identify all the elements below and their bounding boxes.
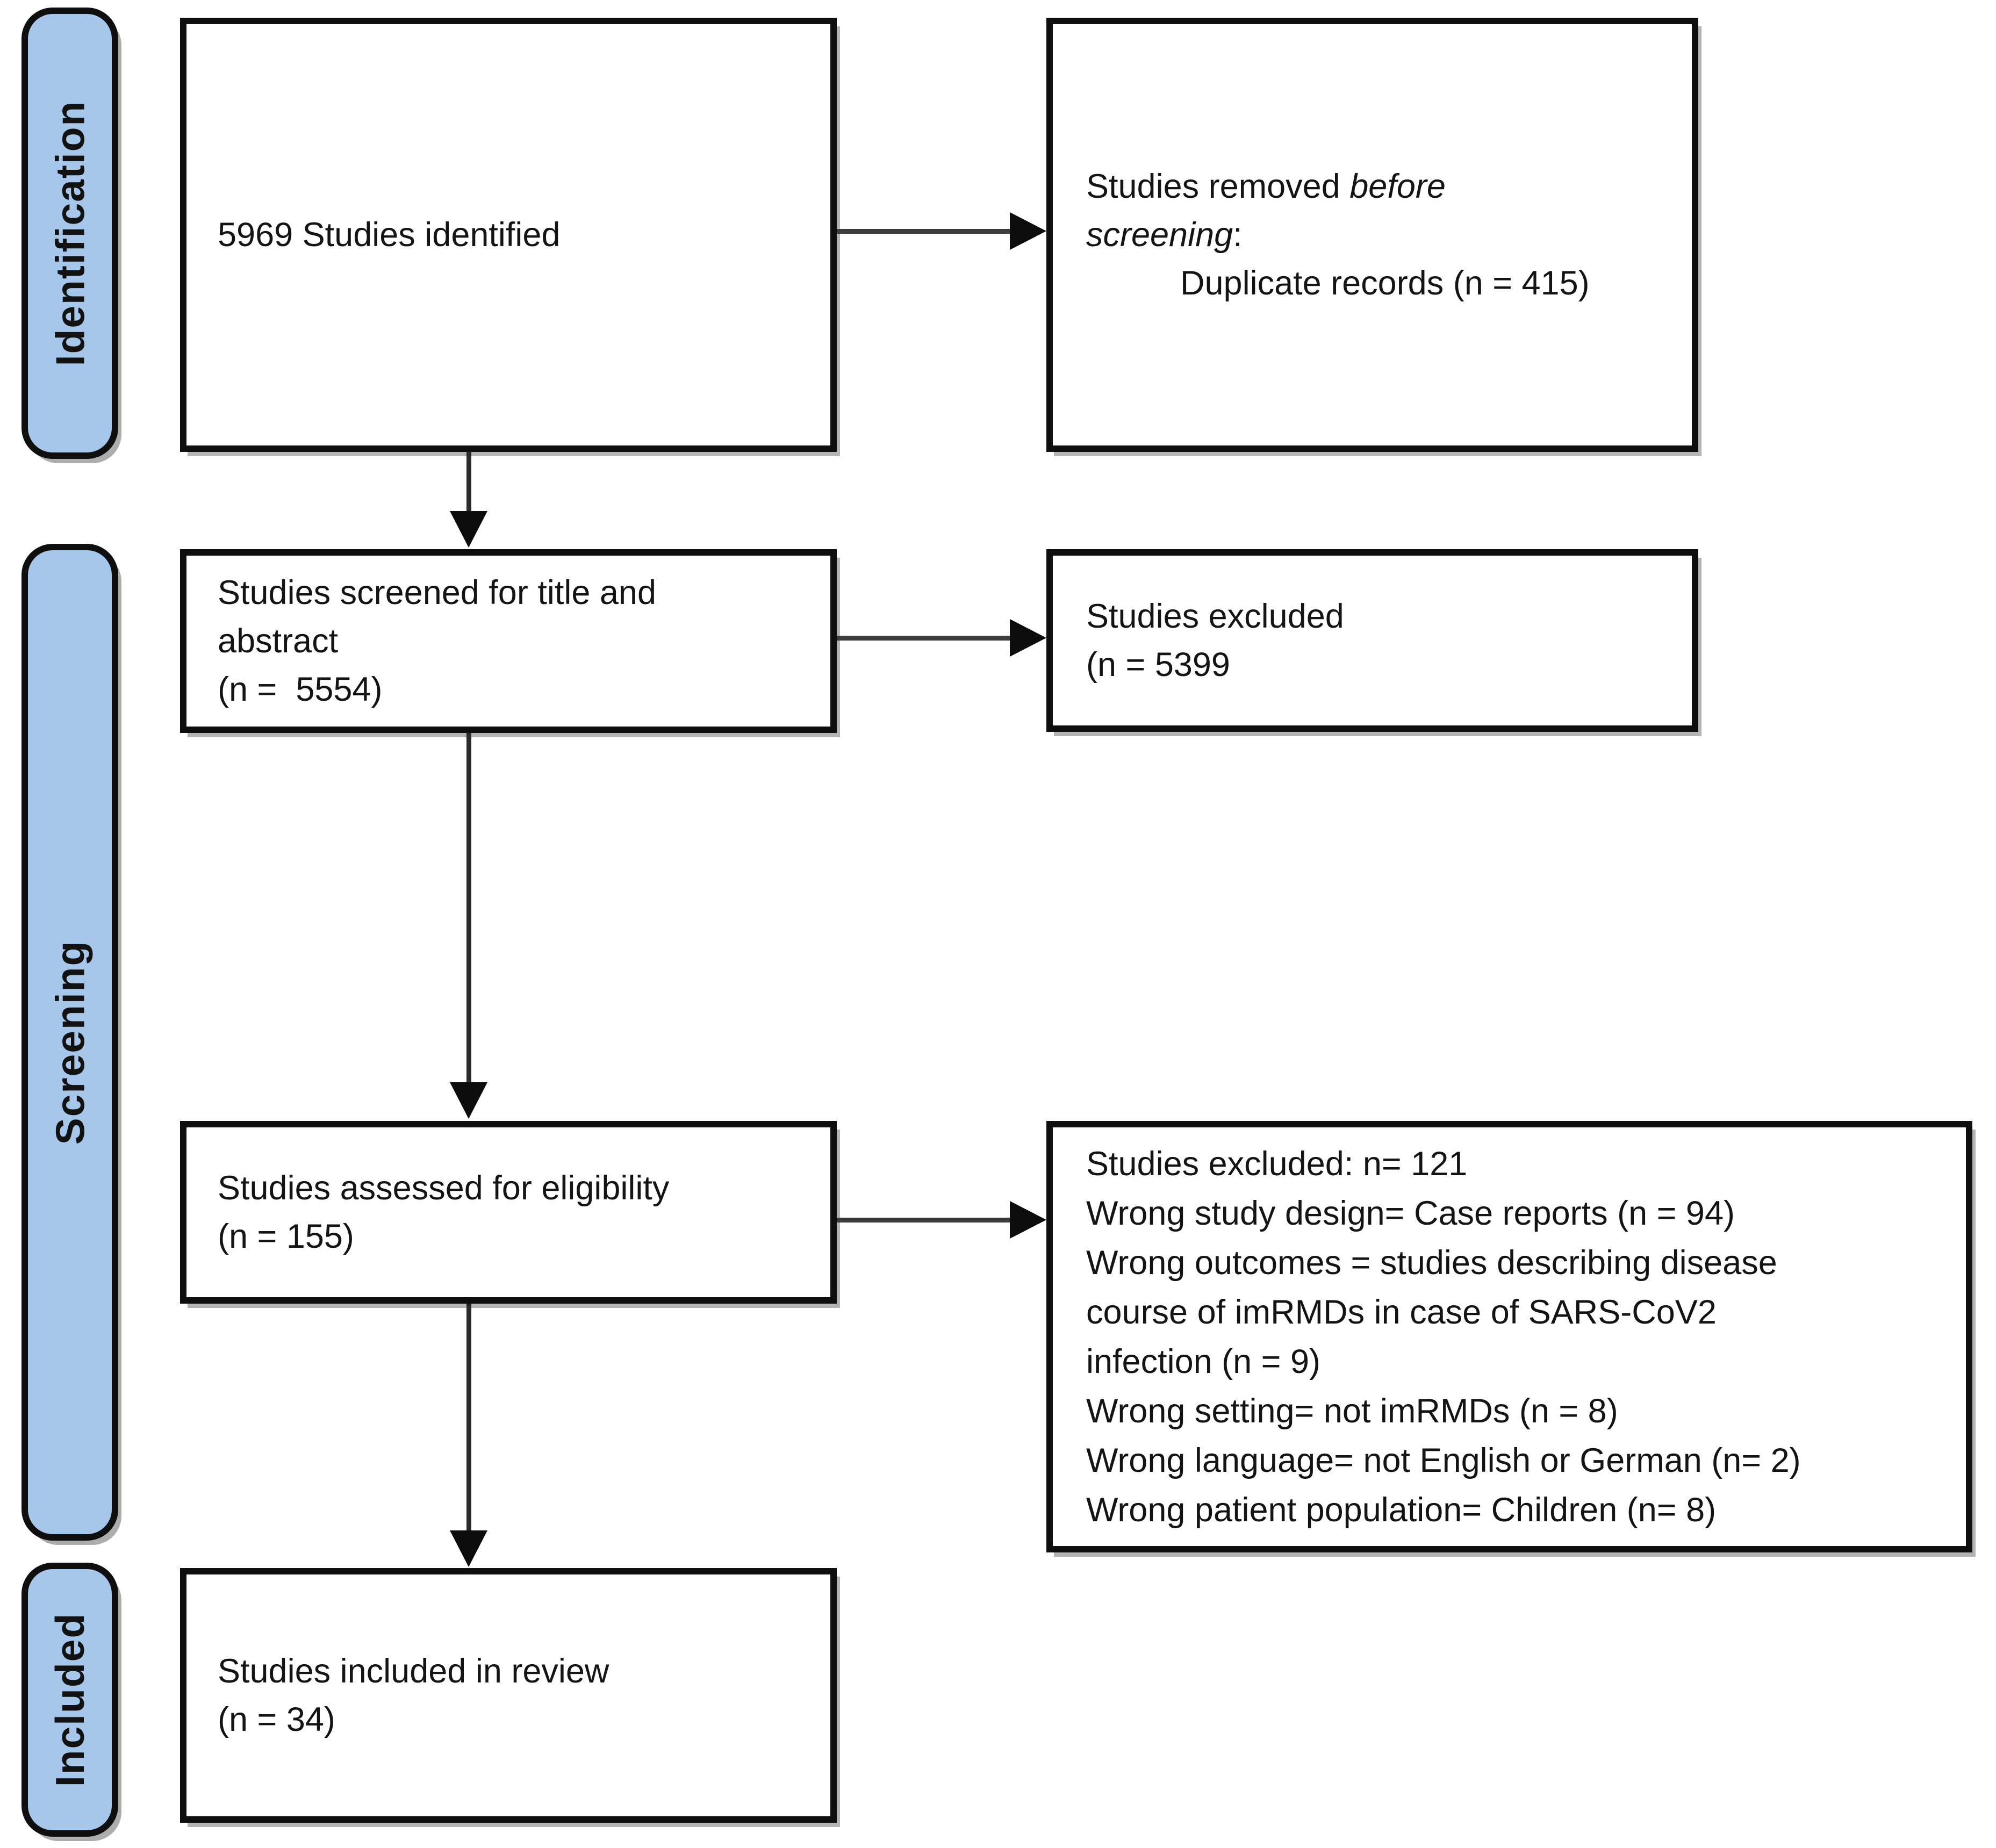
studies-identified-text: 5969 Studies identified — [218, 216, 561, 254]
arrowhead-assessed-to-excluded — [1010, 1201, 1046, 1239]
flow-box-studies-excluded-screening: Studies excluded (n = 5399 — [1046, 549, 1698, 732]
studies-included-count: (n = 34) — [218, 1701, 335, 1738]
stage-band-included: Included — [21, 1563, 118, 1837]
excluded-eligibility-line-8: Wrong patient population= Children (n= 8… — [1086, 1491, 1717, 1529]
arrow-line-identified-to-removed — [837, 229, 1012, 234]
excluded-eligibility-line-1: Studies excluded: n= 121 — [1086, 1145, 1468, 1183]
studies-excluded-screening-text: Studies excluded — [1086, 598, 1344, 635]
arrowhead-identified-to-screened — [450, 511, 487, 548]
studies-included-text: Studies included in review — [218, 1652, 609, 1690]
studies-removed-line2-italic: screening — [1086, 216, 1233, 254]
arrow-line-assessed-to-included — [466, 1304, 471, 1533]
excluded-eligibility-line-2: Wrong study design= Case reports (n = 94… — [1086, 1194, 1735, 1232]
flow-box-studies-screened: Studies screened for title and abstract … — [180, 549, 837, 733]
studies-removed-line1-normal: Studies removed — [1086, 168, 1350, 205]
studies-removed-line1-italic: before — [1349, 168, 1446, 205]
arrow-line-assessed-to-excluded — [837, 1218, 1012, 1223]
studies-removed-line2-normal: : — [1233, 216, 1243, 254]
stage-band-screening: Screening — [21, 544, 118, 1541]
flow-box-studies-assessed: Studies assessed for eligibility (n = 15… — [180, 1121, 837, 1304]
arrowhead-screened-to-assessed — [450, 1082, 487, 1119]
stage-label-identification: Identification — [47, 100, 93, 366]
arrow-line-identified-to-screened — [466, 452, 471, 513]
excluded-eligibility-line-6: Wrong setting= not imRMDs (n = 8) — [1086, 1392, 1618, 1430]
studies-excluded-screening-count: (n = 5399 — [1086, 646, 1230, 684]
stage-label-included: Included — [47, 1612, 93, 1787]
arrow-line-screened-to-assessed — [466, 733, 471, 1084]
flow-box-studies-excluded-eligibility: Studies excluded: n= 121 Wrong study des… — [1046, 1121, 1972, 1552]
stage-band-identification: Identification — [21, 8, 118, 459]
flow-box-studies-removed-before-screening: Studies removed before screening: Duplic… — [1046, 18, 1698, 452]
flow-box-studies-identified: 5969 Studies identified — [180, 18, 837, 452]
studies-assessed-count: (n = 155) — [218, 1218, 354, 1255]
studies-assessed-text: Studies assessed for eligibility — [218, 1169, 670, 1207]
excluded-eligibility-line-4: course of imRMDs in case of SARS-CoV2 — [1086, 1293, 1717, 1331]
arrowhead-screened-to-excluded — [1010, 619, 1046, 657]
excluded-eligibility-line-3: Wrong outcomes = studies describing dise… — [1086, 1243, 1777, 1282]
studies-removed-line-2: screening: — [1086, 211, 1676, 259]
arrowhead-identified-to-removed — [1010, 212, 1046, 250]
flow-box-studies-included: Studies included in review (n = 34) — [180, 1568, 837, 1823]
studies-screened-count: (n = 5554) — [218, 671, 383, 708]
arrow-line-screened-to-excluded — [837, 636, 1012, 641]
excluded-eligibility-line-7: Wrong language= not English or German (n… — [1086, 1441, 1801, 1479]
studies-screened-line-1: Studies screened for title and — [218, 574, 656, 612]
excluded-eligibility-line-5: infection (n = 9) — [1086, 1342, 1320, 1380]
studies-screened-line-2: abstract — [218, 622, 339, 660]
duplicate-records-text: Duplicate records (n = 415) — [1180, 264, 1590, 302]
studies-removed-line-1: Studies removed before — [1086, 162, 1676, 211]
stage-label-screening: Screening — [47, 940, 92, 1145]
arrowhead-assessed-to-included — [450, 1530, 487, 1567]
